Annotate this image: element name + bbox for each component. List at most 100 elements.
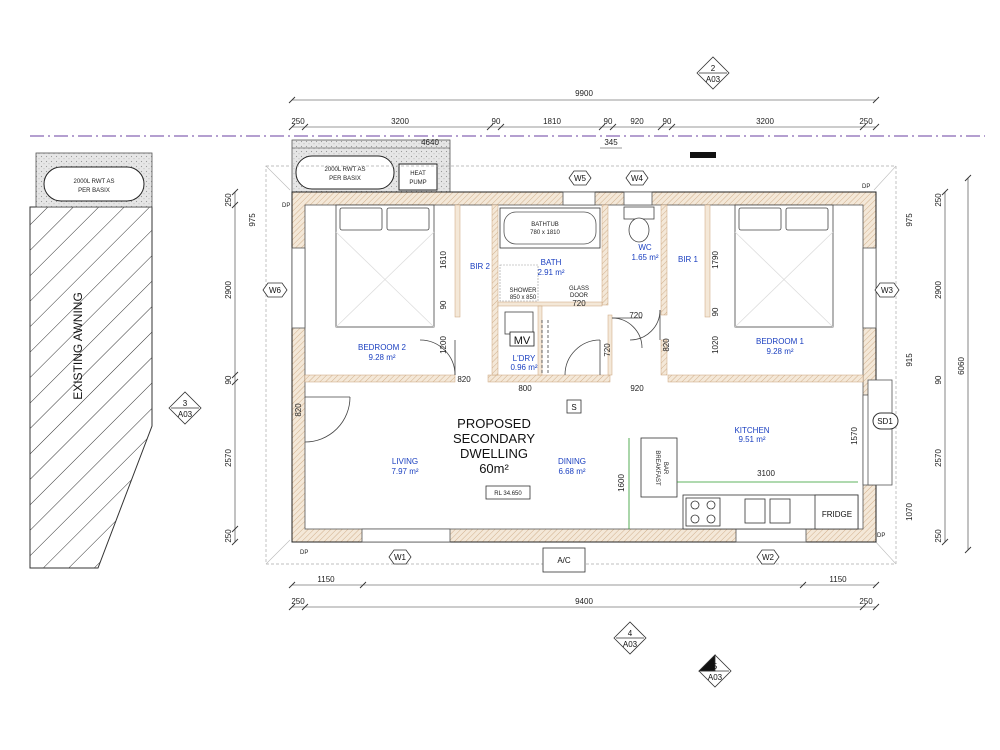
smoke-detector-label: S bbox=[571, 403, 576, 412]
dim-1600: 1600 bbox=[617, 474, 626, 492]
bath-name: BATH bbox=[541, 258, 562, 267]
bathtub-size: 780 x 1810 bbox=[530, 230, 560, 236]
sd1-tag bbox=[872, 412, 899, 430]
north-marker bbox=[690, 152, 716, 158]
dim-1790: 1790 bbox=[711, 251, 720, 269]
title-line-3: DWELLING bbox=[460, 446, 528, 461]
dim-left-e: 250 bbox=[224, 529, 233, 543]
windows bbox=[291, 191, 877, 543]
heat-pump-label-1: HEAT bbox=[410, 171, 426, 177]
dims-bottom: 1150 1150 250 9400 250 bbox=[291, 575, 873, 606]
section-5-num: 5 bbox=[713, 662, 718, 671]
dim-bottom-a: 250 bbox=[291, 597, 305, 606]
dim-720-b: 720 bbox=[603, 343, 612, 357]
dim-top-f: 920 bbox=[630, 117, 644, 126]
dim-920: 920 bbox=[630, 384, 644, 393]
dim-right-d: 2570 bbox=[934, 449, 943, 467]
dim-right-f: 975 bbox=[905, 213, 914, 227]
dim-right-b: 2900 bbox=[934, 281, 943, 299]
w2-tag: W2 bbox=[762, 553, 775, 562]
dim-left-a: 250 bbox=[224, 193, 233, 207]
dim-720-a: 720 bbox=[629, 311, 643, 320]
dining-area: 6.68 m² bbox=[558, 467, 585, 476]
dining-name: DINING bbox=[558, 457, 586, 466]
w1-tag: W1 bbox=[394, 553, 407, 562]
dim-top-w4: 345 bbox=[604, 138, 618, 147]
dim-90-a: 90 bbox=[439, 300, 448, 309]
dim-bottom-l1150: 1150 bbox=[317, 575, 335, 584]
w6-tag: W6 bbox=[269, 286, 282, 295]
dim-820-a: 820 bbox=[457, 375, 471, 384]
w5-tag: W5 bbox=[574, 174, 587, 183]
bathtub: BATHTUB 780 x 1810 bbox=[499, 207, 601, 249]
left-tank-label-2: PER BASIX bbox=[78, 188, 110, 194]
dims-inner: 1610 90 1200 820 800 720 720 820 920 179… bbox=[294, 251, 859, 445]
dp-bottom-left: DP bbox=[300, 550, 308, 556]
smoke-detector bbox=[566, 399, 582, 414]
dp-top-right: DP bbox=[862, 184, 870, 190]
kitchen-benches bbox=[640, 437, 859, 530]
living-area: 7.97 m² bbox=[391, 467, 418, 476]
dim-top-overall: 9900 bbox=[575, 89, 593, 98]
fridge-label: FRIDGE bbox=[822, 510, 852, 519]
dimension-ticks bbox=[231, 96, 972, 611]
toilet bbox=[623, 206, 655, 243]
bed2-area: 9.28 m² bbox=[368, 353, 395, 362]
window-tags bbox=[262, 170, 900, 565]
dim-top-h: 3200 bbox=[756, 117, 774, 126]
dim-bottom-overall: 9400 bbox=[575, 597, 593, 606]
dim-right-h: 1070 bbox=[905, 503, 914, 521]
w3-tag: W3 bbox=[881, 286, 894, 295]
bir2-label: BIR 2 bbox=[470, 262, 491, 271]
right-tank-label-2: PER BASIX bbox=[329, 176, 361, 182]
bathtub-label: BATHTUB bbox=[531, 222, 559, 228]
dim-top-hp: 4640 bbox=[421, 138, 439, 147]
left-tank: 2000L RWT AS PER BASIX bbox=[35, 152, 153, 208]
dim-bottom-b: 250 bbox=[859, 597, 873, 606]
bed-1 bbox=[734, 204, 834, 328]
bir1-label: BIR 1 bbox=[678, 255, 699, 264]
dim-top-g: 90 bbox=[663, 117, 672, 126]
dim-90-b: 90 bbox=[711, 307, 720, 316]
ldry-name: L'DRY bbox=[513, 354, 536, 363]
dim-820-c: 820 bbox=[662, 338, 671, 352]
dim-820-d: 820 bbox=[294, 403, 303, 417]
rl-label: RL 34.650 bbox=[494, 491, 522, 497]
heat-pump-label-2: PUMP bbox=[409, 180, 426, 186]
dim-800: 800 bbox=[518, 384, 532, 393]
dim-left-f: 975 bbox=[248, 213, 257, 227]
bath-area: 2.91 m² bbox=[537, 268, 564, 277]
dim-top-b: 3200 bbox=[391, 117, 409, 126]
title-line-2: SECONDARY bbox=[453, 431, 535, 446]
dp-top-left: DP bbox=[282, 203, 290, 209]
mv-box bbox=[509, 331, 535, 347]
dim-1610: 1610 bbox=[439, 251, 448, 269]
bed1-name: BEDROOM 1 bbox=[756, 337, 805, 346]
section-3-num: 3 bbox=[183, 399, 188, 408]
section-3-sheet: A03 bbox=[178, 410, 193, 419]
dim-right-e: 250 bbox=[934, 529, 943, 543]
dim-3100: 3100 bbox=[757, 469, 775, 478]
living-name: LIVING bbox=[392, 457, 418, 466]
dwelling-title: PROPOSED SECONDARY DWELLING 60m² RL 34.6… bbox=[453, 416, 535, 500]
shower-label: SHOWER bbox=[510, 288, 538, 294]
mv-label: MV bbox=[514, 335, 531, 347]
section-4-num: 4 bbox=[628, 629, 633, 638]
right-tank-label-1: 2000L RWT AS bbox=[325, 167, 366, 173]
dp-bottom-right: DP bbox=[877, 533, 885, 539]
room-labels: BEDROOM 2 9.28 m² BEDROOM 1 9.28 m² BIR … bbox=[358, 243, 805, 476]
glass-door-label-1: GLASS bbox=[569, 286, 589, 292]
bed2-name: BEDROOM 2 bbox=[358, 343, 407, 352]
laundry-tub bbox=[504, 311, 534, 335]
dim-top-e: 90 bbox=[604, 117, 613, 126]
section-5-sheet: A03 bbox=[708, 673, 723, 682]
glass-door-width: 720 bbox=[572, 299, 586, 308]
ac-unit bbox=[542, 547, 586, 573]
ac-label: A/C bbox=[557, 556, 571, 565]
breakfast-bar-label-2: BAR bbox=[662, 462, 668, 475]
dim-top-a: 250 bbox=[291, 117, 305, 126]
dim-left-c: 90 bbox=[224, 375, 233, 384]
dim-top-d: 1810 bbox=[543, 117, 561, 126]
dim-top-c: 90 bbox=[492, 117, 501, 126]
title-line-1: PROPOSED bbox=[457, 416, 531, 431]
